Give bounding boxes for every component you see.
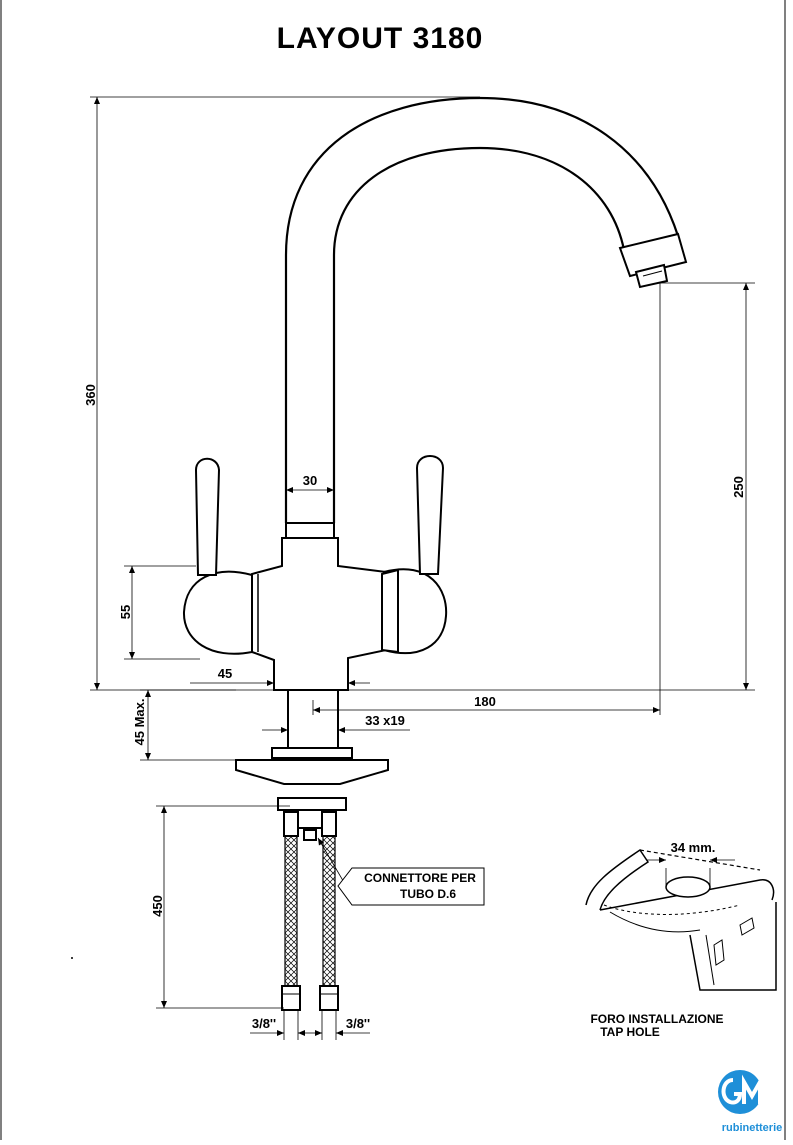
hole-note-line1: FORO INSTALLAZIONE [590,1012,723,1026]
dim-base-offset: 45 [218,666,232,681]
dim-hose-length: 450 [150,895,165,917]
supply-hoses [281,811,339,1011]
faucet-spout [284,96,688,523]
left-handle [182,457,259,655]
dim-tap-hole: 34 mm. [671,840,716,855]
dim-hose-right: 3/8'' [346,1016,370,1031]
connector-note-line1: CONNETTORE PER [364,871,476,885]
faucet-column [251,522,387,691]
brand-name: rubinetterie [722,1122,783,1134]
dim-thread: 33 x19 [365,713,405,728]
tap-hole-detail [585,848,777,991]
dim-overall-height: 360 [83,384,98,406]
dim-column-width: 30 [303,473,317,488]
dim-handle-height: 55 [118,605,133,619]
right-handle [381,455,448,655]
dim-hose-left: 3/8'' [252,1016,276,1031]
faucet-shank [235,689,389,829]
connector-note: CONNETTORE PER TUBO D.6 [337,867,485,906]
dim-reach: 180 [474,694,496,709]
dim-spout-height: 250 [731,476,746,498]
dim-deck-thickness: 45 Max. [132,699,147,746]
brand-logo [718,1070,762,1114]
hole-note-line2: TAP HOLE [600,1025,660,1039]
connector-note-line2: TUBO D.6 [400,887,456,901]
drawing-title: LAYOUT 3180 [277,22,484,55]
